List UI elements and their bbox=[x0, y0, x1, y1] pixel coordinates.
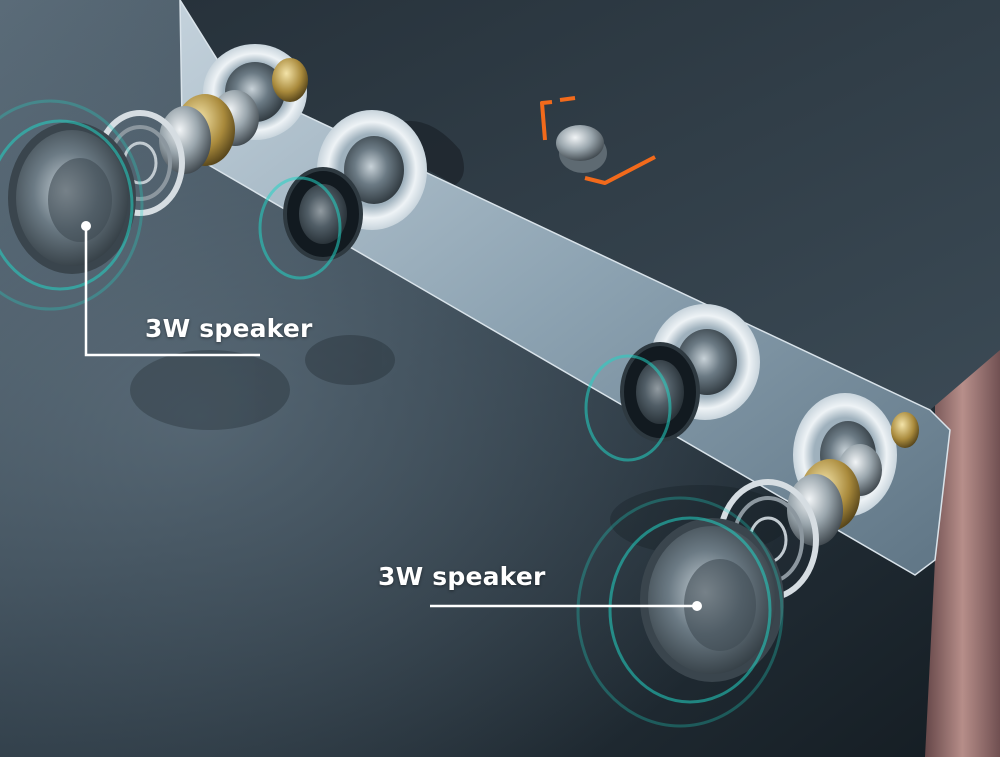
callout-line-bottom bbox=[430, 601, 702, 611]
sound-wave-icon bbox=[0, 99, 784, 728]
callout-label-top: 3W speaker bbox=[145, 314, 313, 343]
exploded-driver-right bbox=[640, 412, 919, 682]
passive-radiator bbox=[283, 167, 700, 442]
callout-line-top bbox=[81, 221, 260, 357]
power-button-icon bbox=[540, 96, 656, 185]
exploded-driver-left bbox=[8, 58, 308, 274]
callout-label-bottom: 3W speaker bbox=[378, 562, 546, 591]
